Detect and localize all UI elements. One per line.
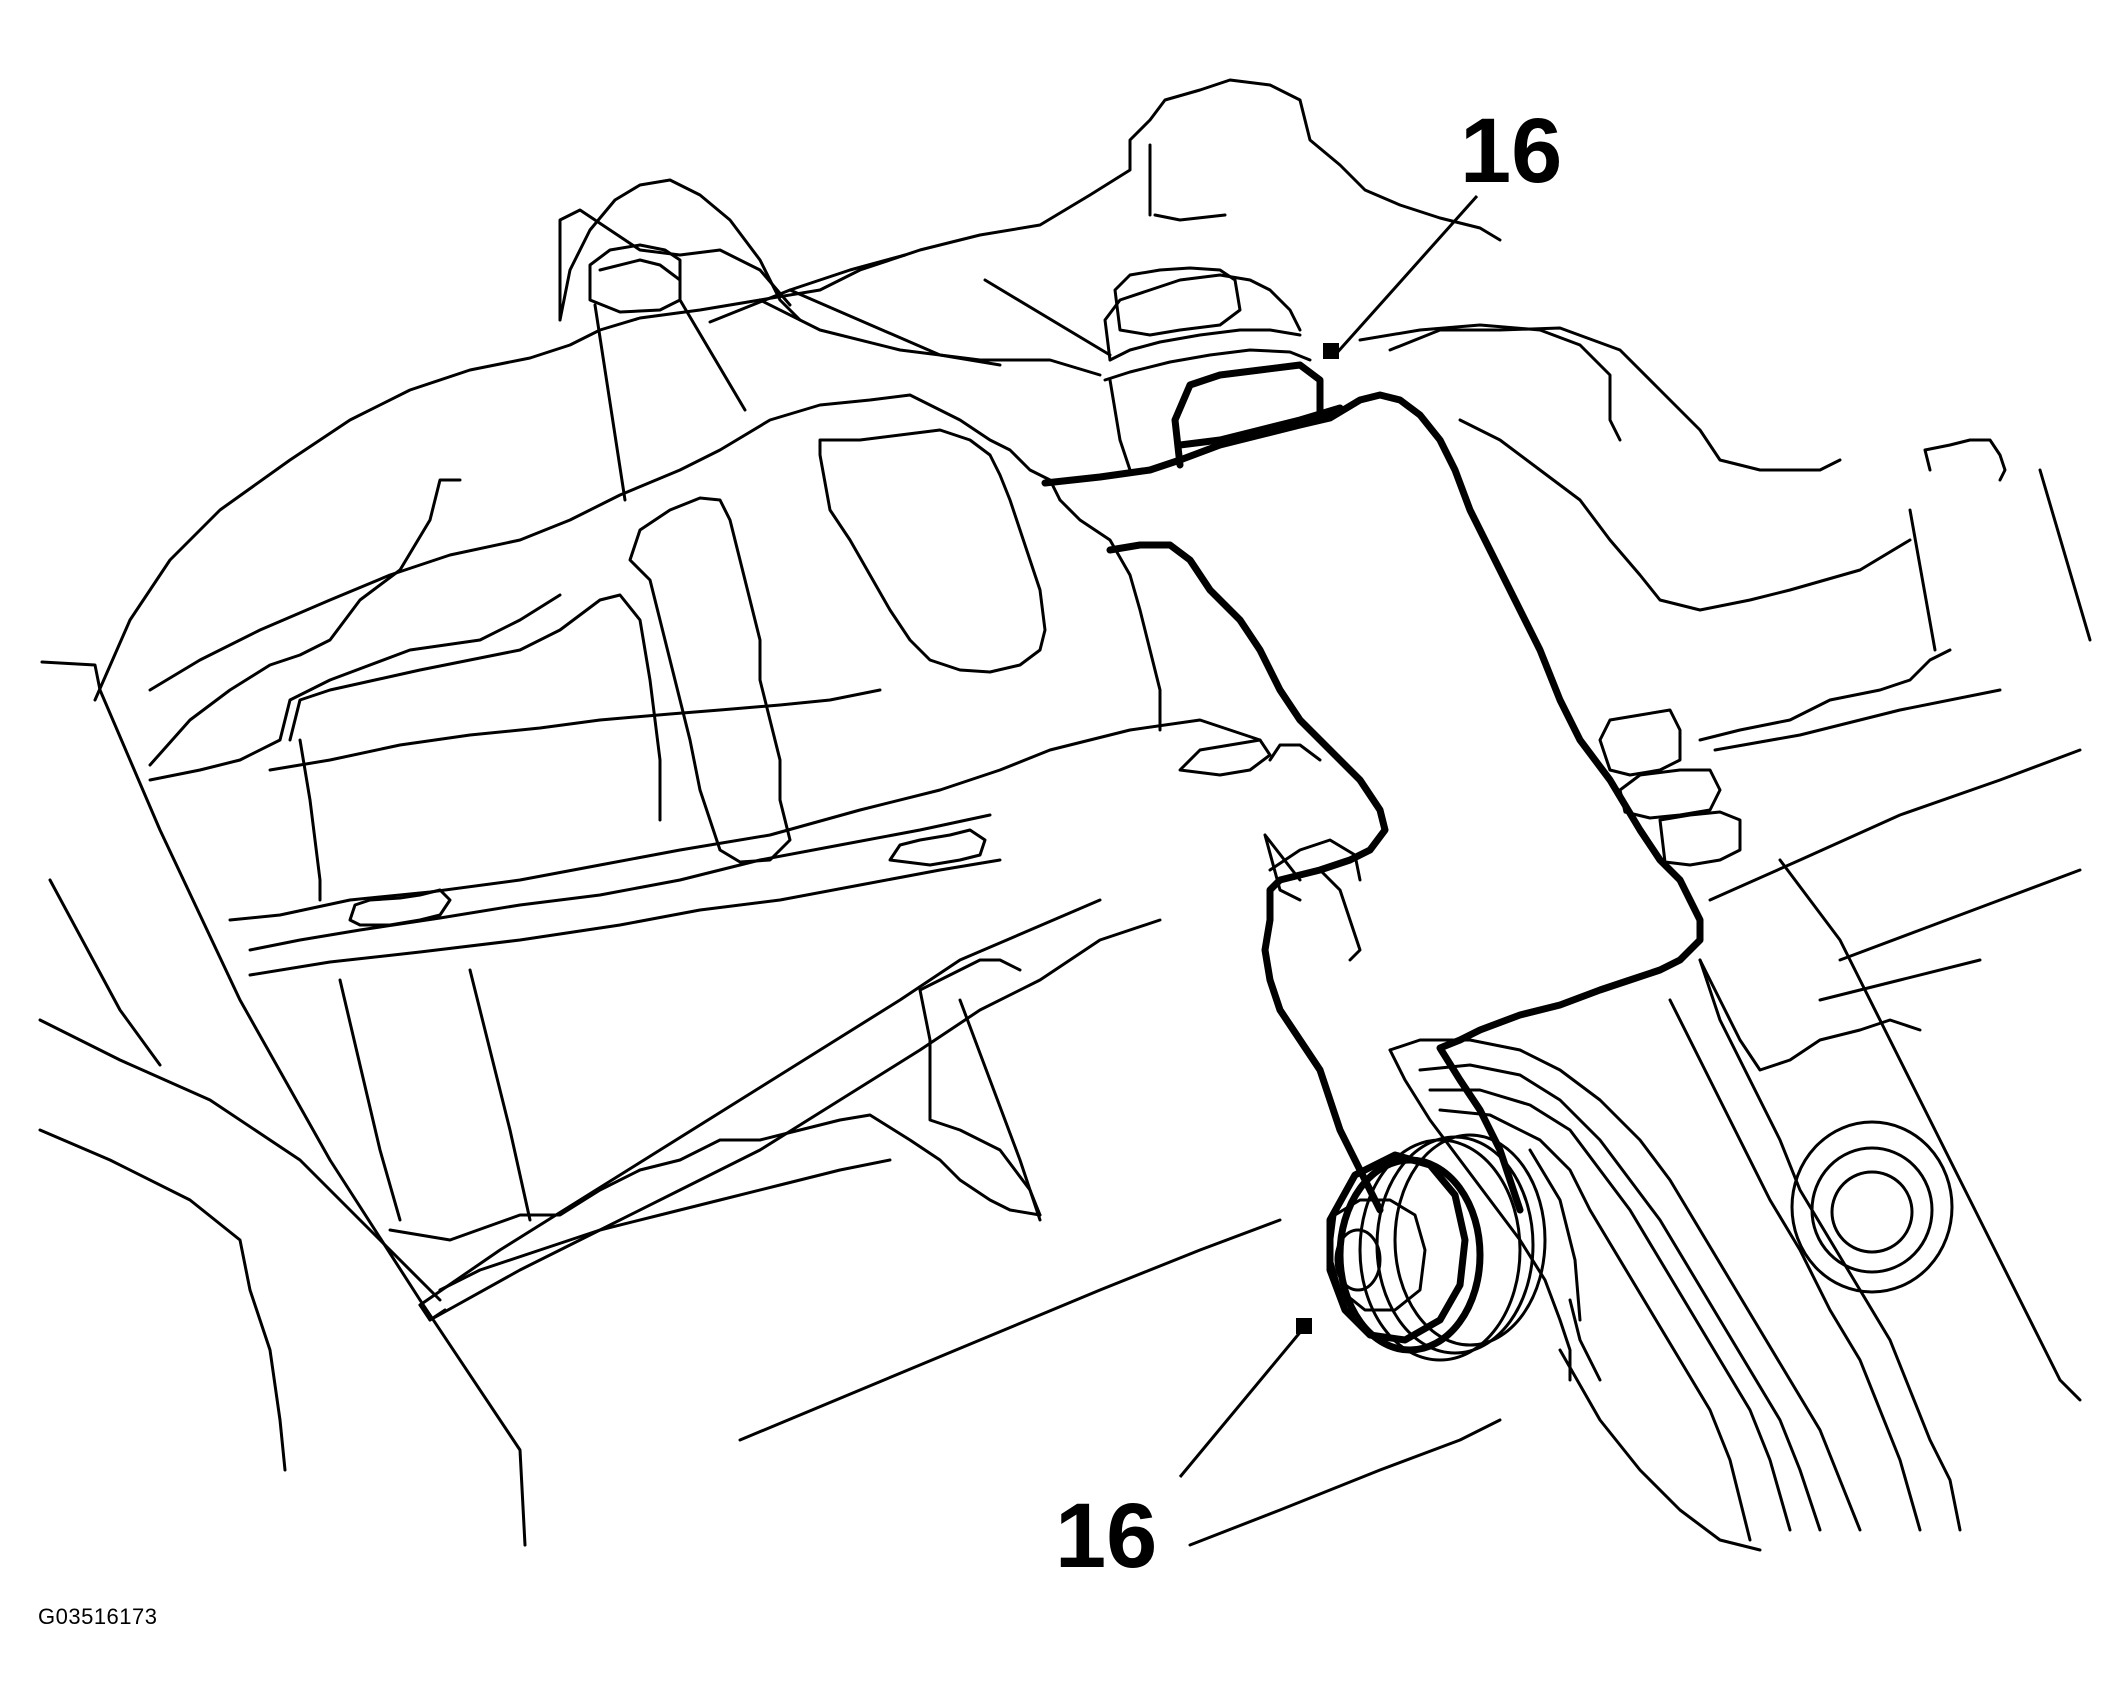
lower-nut-face: [1328, 1198, 1427, 1312]
housing-cross-bar-3: [248, 813, 992, 952]
upper-contour-mid: [758, 298, 1102, 377]
arm-outer-4: [1438, 1108, 1752, 1542]
center-boss-shank: [1108, 378, 1132, 472]
nut-washer-3: [1393, 1133, 1547, 1347]
small-bolt-mid: [888, 828, 987, 867]
center-stem: [1148, 143, 1227, 222]
upper-housing-ridge: [93, 78, 1502, 702]
lower-right-housing-2: [1778, 858, 2082, 1402]
housing-upper-pocket: [628, 496, 792, 864]
rail-upper-2: [1713, 688, 2002, 752]
housing-vertical-1: [338, 978, 402, 1222]
housing-lower-left: [148, 593, 562, 782]
housing-lower-bump: [918, 958, 1022, 992]
housing-vertical-2: [468, 968, 532, 1222]
bracket-upper-tab-edge: [1176, 404, 1344, 449]
housing-lower-face-2: [438, 1158, 892, 1292]
callout-label-top: 16: [1460, 100, 1563, 202]
center-boss-outline: [1103, 273, 1302, 362]
figure-id: G03516173: [38, 1604, 158, 1629]
arm-bend: [1388, 1048, 1572, 1382]
left-boss-outline-2: [558, 208, 792, 322]
rail-lower: [738, 1218, 1282, 1442]
small-bolt-mid-2: [1178, 738, 1272, 777]
leader-bottom: [1178, 1329, 1304, 1478]
left-boss-outline: [558, 178, 802, 322]
right-bolt-stack-2: [1618, 768, 1722, 820]
left-boss-bolt-shank: [593, 298, 747, 502]
leader-bottom-dot: [1296, 1318, 1312, 1334]
lower-right-housing-4: [1668, 998, 1922, 1532]
upper-housing-ridge-right: [1358, 323, 1622, 442]
upper-mid-line-2: [788, 288, 1002, 367]
bracket-slot: [1318, 868, 1362, 962]
housing-lower-block: [918, 988, 1042, 1217]
background-linework: [38, 78, 2092, 1552]
left-body-edge: [40, 660, 527, 1547]
nut-stem: [1528, 1148, 1602, 1382]
arm-outer-2: [1418, 1063, 1822, 1532]
lower-nut-assembly: [1326, 1151, 1484, 1354]
arm-outer-3: [1428, 1088, 1792, 1532]
left-boss-bolt: [588, 243, 682, 314]
housing-face-left-bump: [148, 478, 462, 767]
housing-long-rib-tip: [418, 1303, 447, 1322]
center-boss-washer-1: [1108, 328, 1302, 362]
rail-mid-2: [1818, 958, 1982, 1002]
right-housing-line: [1698, 648, 1952, 742]
right-mount-middle: [1810, 1146, 1934, 1274]
right-bolt-upper: [1923, 438, 2007, 482]
housing-long-rib-2: [418, 898, 1102, 1307]
housing-left-bracket: [288, 593, 662, 822]
bracket-upper-tab: [1171, 361, 1324, 469]
upper-right-edge: [1388, 326, 1842, 472]
bracket-inner-arm: [1106, 541, 1389, 1214]
housing-lower-block-2: [958, 998, 1042, 1222]
bracket-small-pin: [1268, 838, 1362, 882]
rail-upper: [1708, 748, 2082, 902]
center-boss-bolt-upper: [1113, 266, 1242, 337]
arm-outer: [1388, 1038, 1862, 1532]
housing-cross-bar: [268, 688, 882, 772]
left-boss-bolt-head: [598, 258, 682, 282]
rail-mid: [1838, 868, 2082, 962]
callout-leaders: [1178, 195, 1479, 1478]
small-bolt-left: [348, 888, 452, 927]
leader-top: [1333, 195, 1479, 356]
left-bottom-contour: [38, 1018, 442, 1302]
leader-top-dot: [1323, 343, 1339, 359]
lower-nut-washer: [1336, 1156, 1484, 1354]
upper-right-contour: [1458, 418, 1912, 612]
housing-long-rib: [428, 918, 1162, 1322]
rail-lower-2: [1188, 1418, 1502, 1547]
housing-cross-bar-4: [248, 858, 1002, 977]
right-mount-inner: [1830, 1170, 1914, 1254]
left-lower-line: [48, 878, 162, 1067]
lower-nut-face-hex: [1328, 1198, 1427, 1312]
upper-mid-line: [708, 253, 907, 324]
center-boss-washer-2: [1103, 348, 1312, 382]
housing-lower-face: [388, 1113, 1042, 1242]
bracket-tab: [1263, 833, 1302, 902]
arm-lower-segment: [1558, 1348, 1762, 1552]
callout-label-bottom: 16: [1055, 1485, 1158, 1587]
housing-face-top: [148, 393, 1062, 692]
right-bolt-upper-shank: [1908, 468, 2092, 652]
left-bottom-contour-2: [38, 1128, 287, 1472]
housing-center-pocket: [818, 428, 1047, 674]
bracket-wedge: [1268, 743, 1322, 762]
upper-rib-pointer: [983, 278, 1112, 357]
housing-left-bracket-2: [298, 738, 322, 902]
right-bolt-stack-3: [1658, 810, 1742, 867]
right-mount-outer: [1790, 1120, 1954, 1294]
nut-washer-1: [1358, 1138, 1522, 1362]
lower-nut-stud: [1334, 1228, 1382, 1292]
housing-right-block: [1058, 498, 1162, 732]
lower-right-housing: [1698, 958, 1922, 1072]
bracket-assembly: [1041, 361, 1704, 1214]
right-bolt-stack: [1598, 708, 1682, 777]
housing-cross-bar-2: [228, 718, 1262, 922]
